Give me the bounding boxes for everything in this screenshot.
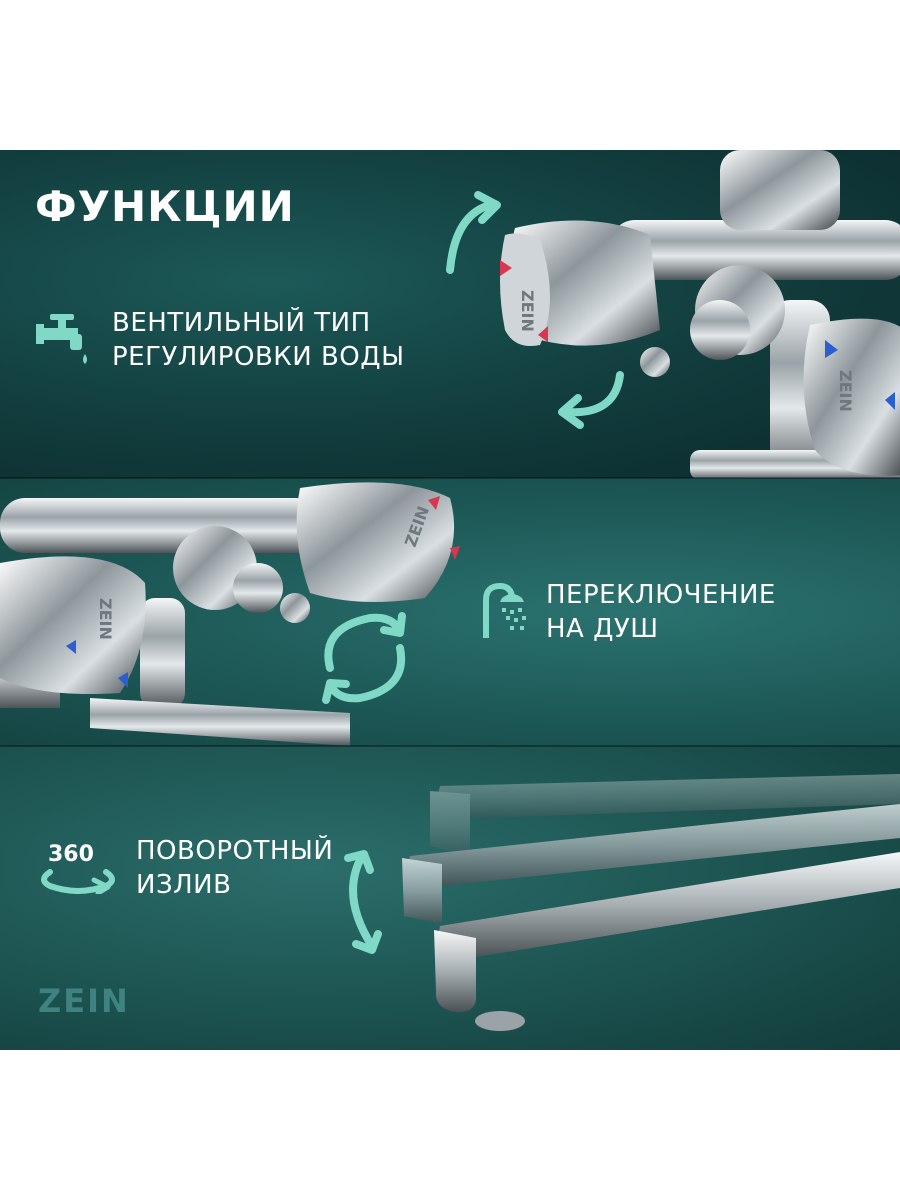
divider xyxy=(0,745,900,747)
svg-text:ZEIN: ZEIN xyxy=(518,290,537,332)
divider xyxy=(0,477,900,479)
feature-line: ПОВОРОТНЫЙ xyxy=(136,836,334,866)
feature-line: ИЗЛИВ xyxy=(136,870,232,900)
panel-swivel-spout: 360 ПОВОРОТНЫЙ ИЗЛИВ xyxy=(0,746,900,1050)
shower-icon xyxy=(483,582,526,638)
faucet-switch-image: ZEIN ZEIN xyxy=(0,482,460,746)
feature-line: РЕГУЛИРОВКИ ВОДЫ xyxy=(112,342,405,372)
feature-line: ПЕРЕКЛЮЧЕНИЕ xyxy=(546,580,776,610)
panel-valve-type: ZEIN ZEIN ФУНКЦИИ xyxy=(0,150,900,478)
rotate-arrow-top-icon xyxy=(446,201,494,274)
feature-line: ВЕНТИЛЬНЫЙ ТИП xyxy=(112,308,371,338)
svg-text:ZEIN: ZEIN xyxy=(836,370,855,412)
svg-text:ZEIN: ZEIN xyxy=(96,598,115,640)
swing-arrow-icon xyxy=(344,850,382,954)
cycle-arrows-icon xyxy=(322,612,406,704)
rotate-360-badge: 360 xyxy=(48,842,94,867)
feature-card: ZEIN ZEIN ФУНКЦИИ xyxy=(0,150,900,1050)
feature-label-spout: ПОВОРОТНЫЙ ИЗЛИВ xyxy=(136,834,333,902)
feature-line: НА ДУШ xyxy=(546,614,659,644)
rotate-arrow-bottom-icon xyxy=(564,371,624,417)
page-title: ФУНКЦИИ xyxy=(35,182,295,231)
feature-label-shower: ПЕРЕКЛЮЧЕНИЕ НА ДУШ xyxy=(546,578,776,646)
faucet-handles-image: ZEIN ZEIN xyxy=(446,150,900,478)
faucet-icon xyxy=(36,314,87,364)
swivel-spout-image xyxy=(344,774,900,1031)
rotate-360-icon xyxy=(41,869,115,894)
panel-shower-switch: ZEIN ZEIN xyxy=(0,478,900,746)
brand-logo: ZEIN xyxy=(38,982,130,1020)
feature-label-valve: ВЕНТИЛЬНЫЙ ТИП РЕГУЛИРОВКИ ВОДЫ xyxy=(112,306,405,374)
